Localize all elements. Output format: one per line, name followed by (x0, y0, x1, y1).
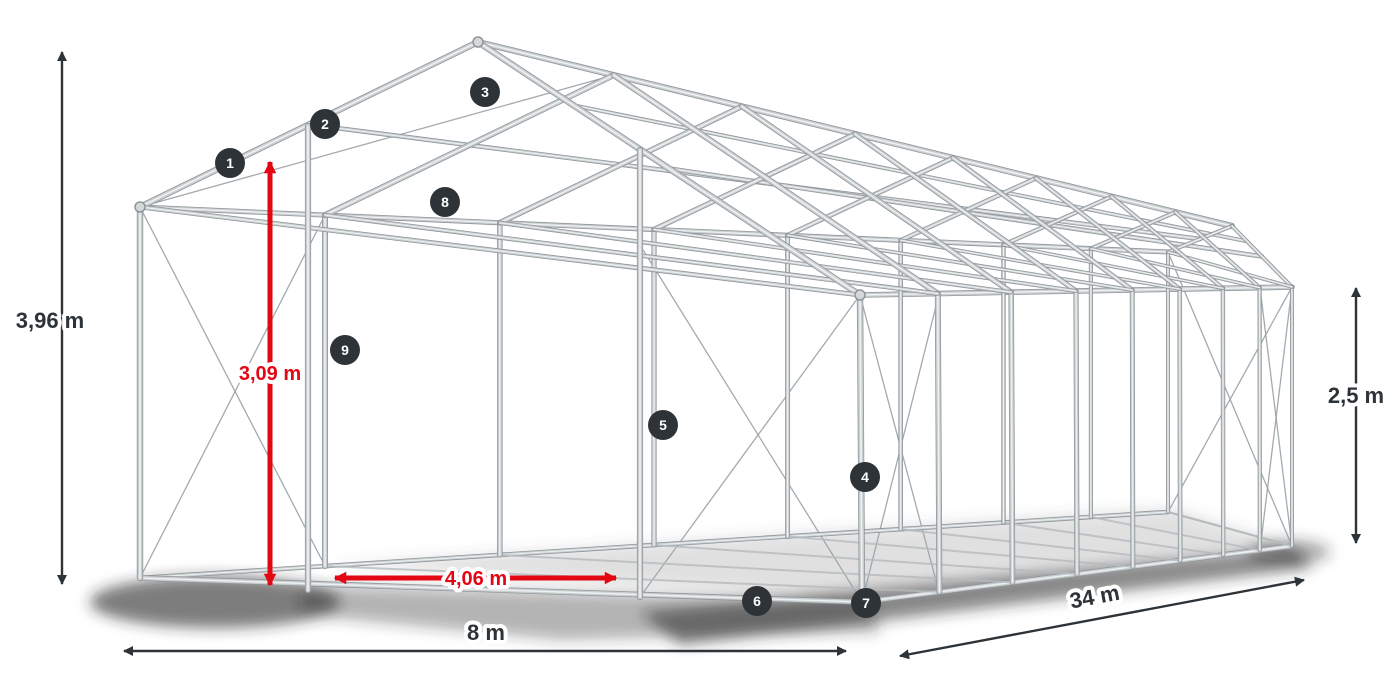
side-height-label: 2,5 m (1328, 383, 1384, 408)
callout-badge-9: 9 (330, 335, 360, 365)
ground-shadow (90, 508, 1330, 645)
svg-text:9: 9 (341, 342, 349, 358)
callout-badge-1: 1 (215, 148, 245, 178)
callout-badge-7: 7 (851, 588, 881, 618)
length-arrow (899, 576, 1305, 660)
callout-badge-2: 2 (310, 109, 340, 139)
svg-text:8: 8 (441, 194, 449, 210)
callout-badge-8: 8 (430, 187, 460, 217)
callout-badge-3: 3 (470, 77, 500, 107)
svg-text:5: 5 (659, 417, 667, 433)
svg-text:4: 4 (861, 469, 869, 485)
callout-badge-6: 6 (742, 586, 772, 616)
svg-text:6: 6 (753, 593, 761, 609)
door-height-label: 3,09 m (239, 363, 301, 385)
svg-text:3: 3 (481, 84, 489, 100)
tent-steel-frame (134, 36, 1295, 606)
callout-badge-4: 4 (850, 462, 880, 492)
door-width-label: 4,06 m (445, 568, 507, 590)
front-width-label: 8 m (467, 620, 505, 645)
svg-text:7: 7 (862, 595, 870, 611)
callout-badges: 1 2 3 4 5 6 7 (215, 77, 881, 618)
total-height-label: 3,96 m (16, 308, 85, 333)
callout-badge-5: 5 (648, 410, 678, 440)
svg-text:2: 2 (321, 116, 329, 132)
svg-text:1: 1 (226, 155, 234, 171)
